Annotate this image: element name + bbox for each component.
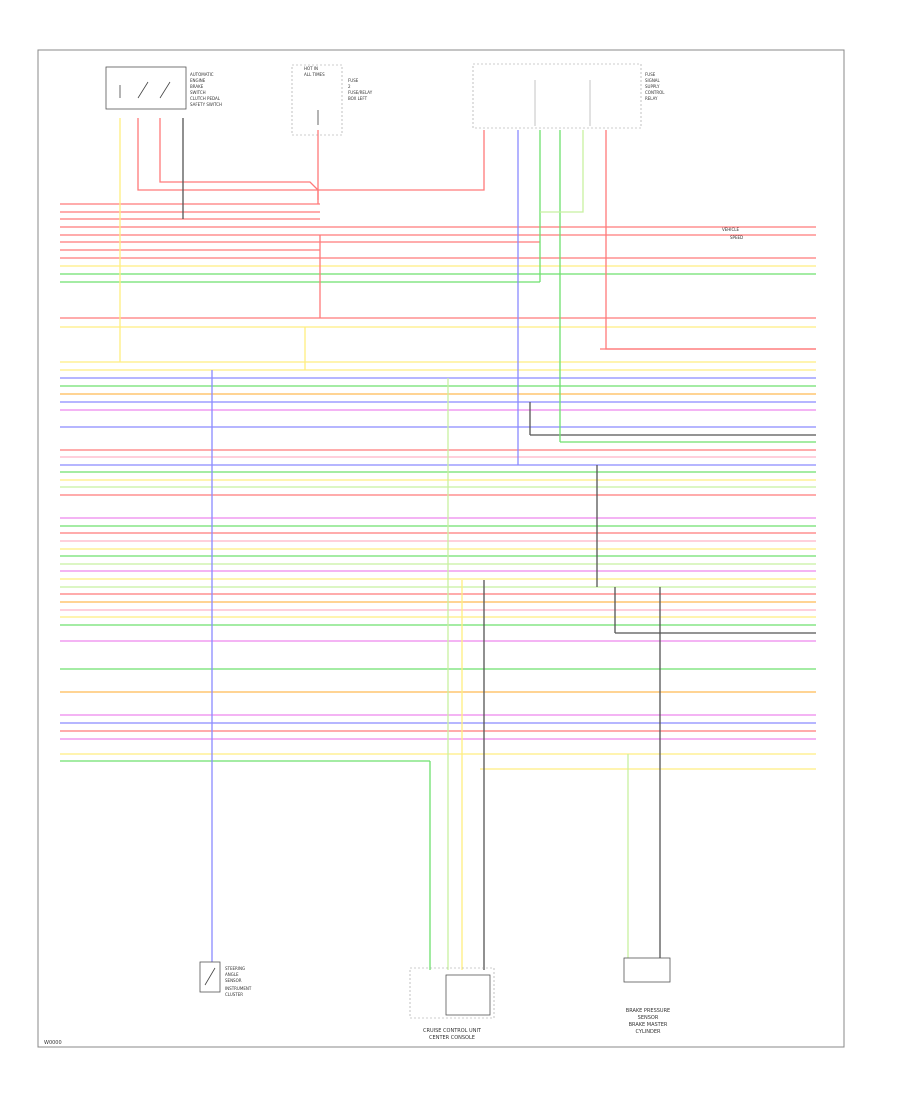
brake-pressure-sensor: BRAKE PRESSURE SENSOR BRAKE MASTER CYLIN…: [623, 957, 671, 1035]
bottom-right-line-2: SENSOR: [638, 1015, 659, 1021]
bottom-left-line-2: ANGLE: [225, 972, 239, 977]
bottom-center-line-2: CENTER CONSOLE: [429, 1035, 475, 1041]
right-label-1: VEHICLE: [722, 227, 739, 232]
vertical-wire: [159, 118, 319, 191]
top-switch-line-1: AUTOMATIC: [190, 72, 214, 77]
top-switch-line-6: SAFETY SWITCH: [190, 102, 222, 107]
top-fuse-line-6: BOX LEFT: [348, 96, 368, 101]
top-switch-line-2: ENGINE: [190, 78, 206, 83]
junction-line-1: FUSE: [645, 72, 656, 77]
top-fuse-line-1: HOT IN: [304, 66, 318, 71]
top-fuse-line-2: ALL TIMES: [304, 72, 325, 77]
bottom-left-line-5: CLUSTER: [225, 992, 243, 997]
junction-line-4: CONTROL: [645, 90, 665, 95]
top-switch-line-3: BRAKE: [190, 84, 204, 89]
top-switch-component: AUTOMATIC ENGINE BRAKE SWITCH CLUTCH PED…: [105, 66, 222, 110]
bottom-right-line-1: BRAKE PRESSURE: [626, 1008, 670, 1014]
top-switch-line-4: SWITCH: [190, 90, 206, 95]
bottom-center-line-1: CRUISE CONTROL UNIT: [423, 1028, 482, 1034]
diagram-frame: [37, 49, 845, 1048]
top-fuse-component: HOT IN ALL TIMES FUSE 2 FUSE/RELAY BOX L…: [291, 64, 373, 136]
bottom-left-line-4: INSTRUMENT: [225, 986, 252, 991]
bottom-left-line-3: SENSOR: [225, 978, 242, 983]
footer-code: W0000: [44, 1040, 62, 1046]
wire-bus: [60, 203, 816, 770]
bottom-right-line-3: BRAKE MASTER: [629, 1022, 668, 1028]
junction-line-3: SUPPLY: [645, 84, 660, 89]
bottom-left-line-1: STEERING: [225, 966, 245, 971]
right-label-2: SPEED: [730, 235, 743, 240]
junction-line-5: RELAY: [645, 96, 658, 101]
vertical-wires: [119, 118, 816, 970]
vertical-wire: [318, 130, 485, 191]
cruise-control-unit: CRUISE CONTROL UNIT CENTER CONSOLE: [409, 967, 495, 1041]
bottom-right-line-4: CYLINDER: [636, 1029, 661, 1035]
top-junction-component: FUSE SIGNAL SUPPLY CONTROL RELAY: [472, 63, 665, 129]
vertical-wire: [605, 130, 816, 350]
vertical-wire: [540, 130, 584, 213]
top-fuse-line-4: 2: [348, 84, 351, 89]
vertical-wire: [137, 118, 319, 200]
top-fuse-line-3: FUSE: [348, 78, 359, 83]
top-fuse-line-5: FUSE/RELAY: [348, 90, 373, 95]
steering-angle-sensor: STEERING ANGLE SENSOR INSTRUMENT CLUSTER: [199, 961, 252, 997]
junction-line-2: SIGNAL: [645, 78, 661, 83]
top-switch-line-5: CLUTCH PEDAL: [190, 96, 221, 101]
